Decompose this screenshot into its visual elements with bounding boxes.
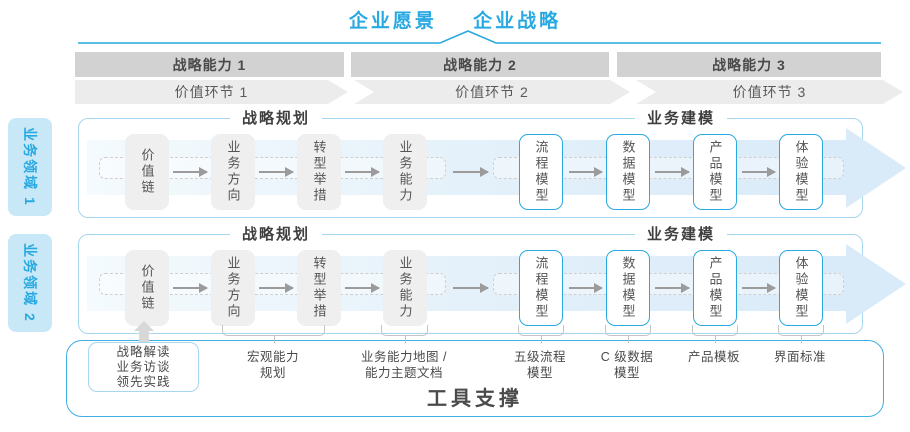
domain-row-1: 战略规划 业务建模 价值链 业务方向 转型举措 业务能力 流程模型 数据模型 产… [78,108,906,218]
stage-box-business-direction: 业务方向 [211,134,255,210]
stage-box-product-model: 产品模型 [693,250,737,326]
flow-arrow-icon [345,167,380,177]
flow-arrow-icon [345,283,380,293]
value-segment-label: 价值环节 2 [455,84,529,100]
bracket [222,325,325,343]
stage-box-experience-model: 体验模型 [779,250,823,326]
vision-peak-line [78,30,881,44]
stage-box-experience-model: 体验模型 [779,134,823,210]
flow-arrow-icon [742,167,776,177]
callout-box: 战略解读 业务访谈 领先实践 [88,342,199,392]
annotation-label-capability-map: 业务能力地图 / 能力主题文档 [361,350,447,380]
stage-box-business-direction: 业务方向 [211,250,255,326]
dashed-pipeline-modeling [493,157,844,179]
bracket [692,325,738,343]
dashed-pipeline-planning [99,157,446,179]
bracket [605,325,651,343]
value-segment-1: 价值环节 1 [75,80,348,104]
flow-arrow-icon [742,283,776,293]
bracket [518,325,564,343]
capability-segment-1: 战略能力 1 [75,52,344,77]
capability-segment-label: 战略能力 1 [172,56,247,73]
flow-arrow-icon [655,167,690,177]
dashed-pipeline-planning [99,273,446,295]
annotation-label-process-model: 五级流程 模型 [513,350,567,380]
annotation-label-ui-standard: 界面标准 [773,350,827,364]
stage-box-data-model: 数据模型 [606,250,650,326]
stage-box-product-model: 产品模型 [693,134,737,210]
bracket [778,325,824,343]
bracket [381,325,428,343]
stage-box-data-model: 数据模型 [606,134,650,210]
flow-arrow-icon [453,167,489,177]
tool-support-container: 工具支撑 [66,340,884,417]
callout-line: 业务访谈 [116,359,171,374]
flow-arrowhead-icon [846,128,906,208]
annotation-label-product-template: 产品模板 [687,350,741,364]
value-segment-2: 价值环节 2 [354,80,630,104]
domain-row-2: 战略规划 业务建模 价值链 业务方向 转型举措 业务能力 流程模型 数据模型 产… [78,224,906,334]
flow-arrow-icon [655,283,690,293]
tool-support-title: 工具支撑 [427,388,523,410]
stage-box-process-model: 流程模型 [519,250,563,326]
flow-arrow-icon [569,167,603,177]
stage-box-business-capability: 业务能力 [383,134,427,210]
capability-segment-label: 战略能力 2 [443,56,517,73]
capability-segment-label: 战略能力 3 [712,56,786,73]
flow-arrow-icon [259,167,294,177]
callout-line: 战略解读 [116,344,171,359]
row-header-modeling: 业务建模 [634,224,728,245]
domain-label-2: 业务领域 2 [8,234,52,332]
stage-box-business-capability: 业务能力 [383,250,427,326]
capability-segment-2: 战略能力 2 [351,52,609,77]
row-header-planning: 战略规划 [229,108,323,129]
callout-line: 领先实践 [116,374,171,389]
title-vision: 企业愿景 [348,11,437,32]
flow-arrowhead-icon [846,244,906,324]
stage-box-transformation: 转型举措 [297,250,341,326]
stage-box-value-chain: 价值链 [125,134,169,210]
page-title: 企业愿景 企业战略 [0,6,910,33]
capability-segment-3: 战略能力 3 [617,52,881,77]
flow-arrow-icon [259,283,294,293]
stage-box-process-model: 流程模型 [519,134,563,210]
domain-label-text: 业务领域 1 [22,127,38,207]
value-segment-3: 价值环节 3 [636,80,903,104]
title-strategy: 企业战略 [473,11,562,32]
row-header-modeling: 业务建模 [634,108,728,129]
domain-label-text: 业务领域 2 [22,243,38,323]
annotation-label-macro-capability: 宏观能力 规划 [246,350,300,380]
up-arrow-icon [134,321,154,345]
dashed-pipeline-modeling [493,273,844,295]
stage-box-value-chain: 价值链 [125,250,169,326]
flow-arrow-icon [173,167,208,177]
flow-arrow-icon [453,283,489,293]
value-segment-label: 价值环节 3 [732,84,807,100]
flow-arrow-icon [569,283,603,293]
row-header-planning: 战略规划 [229,224,323,245]
flow-arrow-icon [173,283,208,293]
domain-label-1: 业务领域 1 [8,118,52,216]
annotation-label-data-model: C 级数据 模型 [600,350,654,380]
value-segment-label: 价值环节 1 [174,84,249,100]
stage-box-transformation: 转型举措 [297,134,341,210]
